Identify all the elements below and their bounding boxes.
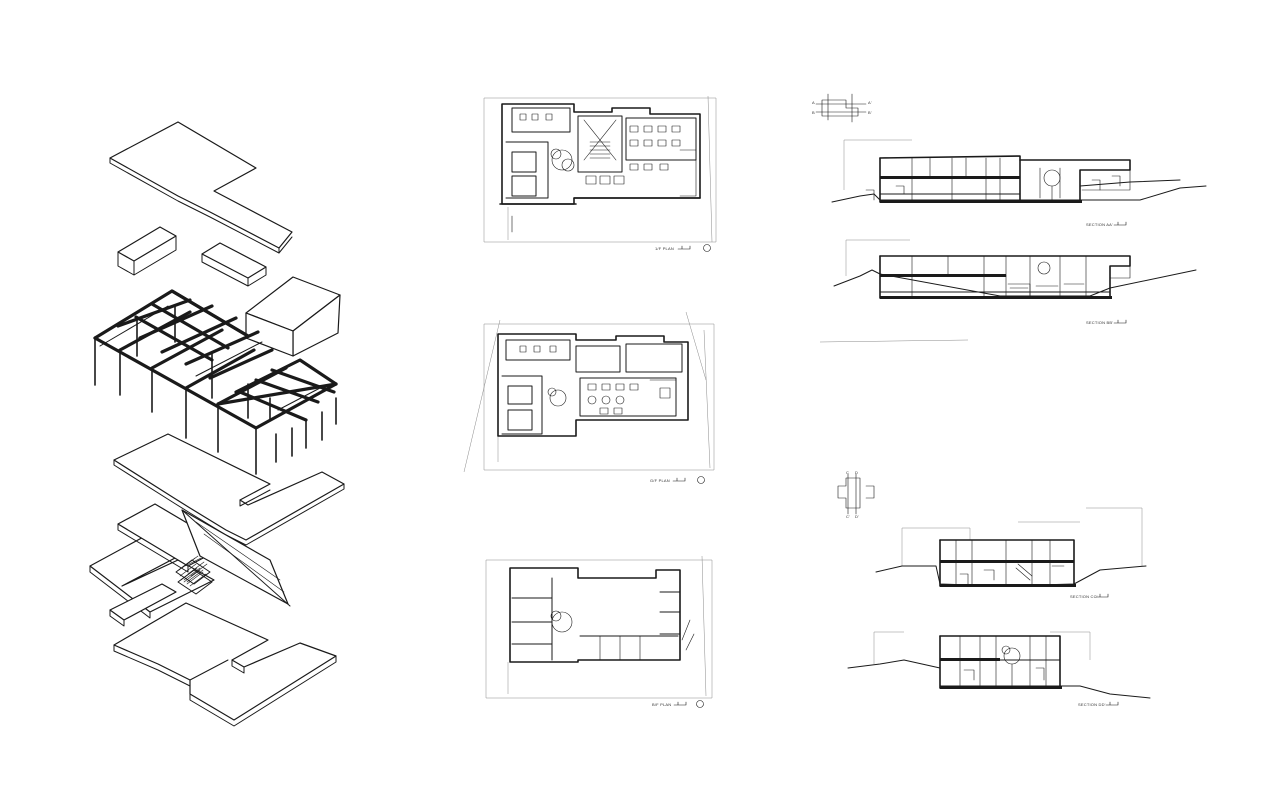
floor-plan-ground: G/F PLAN (463, 311, 715, 484)
section-cc-label: SECTION CC' (1070, 594, 1098, 599)
key-plan-ab: A B A' B' (812, 93, 872, 123)
key-tag-a-prime: A' (868, 100, 872, 105)
key-tag-d: D (855, 470, 858, 475)
section-aa-drawing: SECTION AA' (831, 139, 1207, 227)
section-aa-label: SECTION AA' (1086, 222, 1113, 227)
plan-basement-label: B/F PLAN (652, 702, 671, 707)
structural-frame (93, 289, 338, 475)
section-cc-drawing: SECTION CC' (875, 507, 1147, 599)
ground-floor-slab (113, 433, 345, 546)
section-dd-label: SECTION DD' (1078, 702, 1106, 707)
section-bb-label: SECTION BB' (1086, 320, 1113, 325)
key-tag-b: B (812, 110, 815, 115)
section-bb-drawing: SECTION BB' (819, 239, 1197, 343)
key-tag-d-prime: D' (855, 514, 859, 519)
key-tag-c: C (846, 470, 849, 475)
lower-slab (89, 503, 291, 619)
auditorium-box (245, 276, 341, 357)
stair-flight (175, 555, 213, 595)
key-plan-cd: C D C' D' (837, 470, 875, 519)
plan-upper-label: 1/F PLAN (655, 246, 674, 251)
roof-slab (109, 121, 293, 254)
floor-plan-basement: B/F PLAN (485, 555, 713, 708)
exploded-axonometric (89, 121, 345, 727)
section-dd-drawing: SECTION DD' (847, 631, 1151, 707)
small-slab (109, 583, 177, 627)
roof-boxes (117, 226, 267, 287)
key-tag-c-prime: C' (846, 514, 850, 519)
basement-slab (113, 602, 337, 727)
plan-ground-label: G/F PLAN (650, 478, 670, 483)
floor-plan-upper: 1/F PLAN (483, 95, 717, 252)
key-tag-b-prime: B' (868, 110, 872, 115)
key-tag-a: A (812, 100, 815, 105)
